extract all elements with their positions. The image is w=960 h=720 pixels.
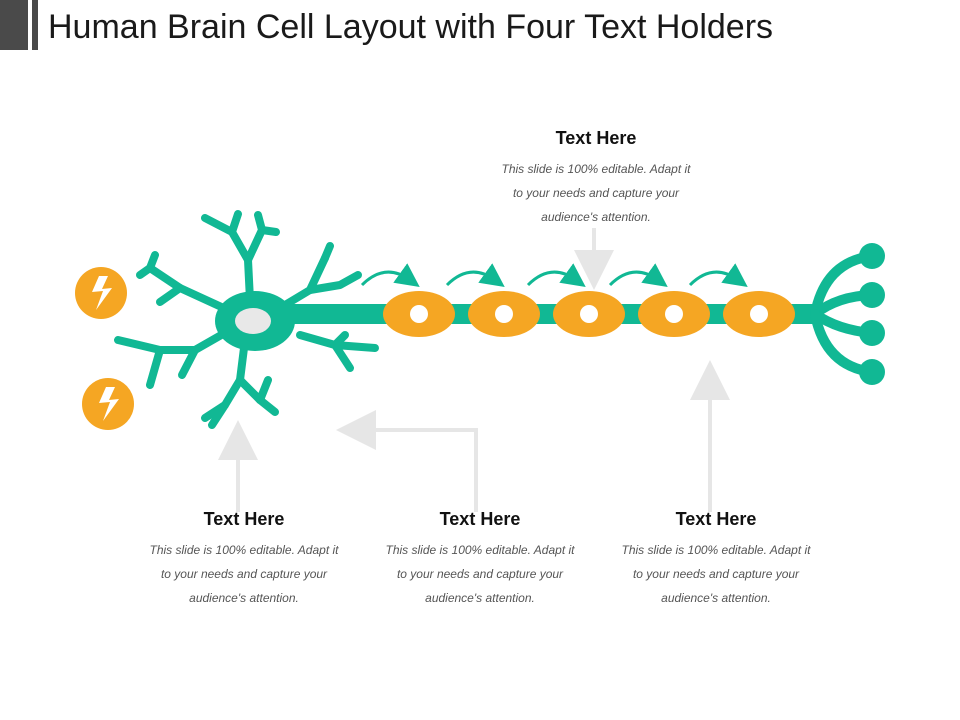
myelin-sheath-4: [638, 291, 710, 337]
text-holder-heading: Text Here: [203, 509, 285, 529]
text-holder-bottom-left: Text Here This slide is 100% editable. A…: [129, 509, 359, 610]
myelin-sheath-3: [553, 291, 625, 337]
title-accent-bar-secondary: [32, 0, 38, 50]
text-holder-top: Text Here This slide is 100% editable. A…: [481, 128, 711, 229]
signal-hop-arrows: [360, 263, 748, 288]
lightning-bolt-icon: [82, 378, 134, 430]
myelin-sheath-1: [383, 291, 455, 337]
text-holder-bottom-right: Text Here This slide is 100% editable. A…: [601, 509, 831, 610]
dendrites: [114, 210, 379, 429]
lightning-bolt-icon: [75, 267, 127, 319]
title-accent-bar: [0, 0, 28, 50]
page-title: Human Brain Cell Layout with Four Text H…: [48, 8, 774, 46]
myelin-sheath-2: [468, 291, 540, 337]
pointer-arrow-bottom-middle: [336, 410, 478, 512]
myelin-sheaths: [383, 291, 795, 337]
text-holder-heading: Text Here: [439, 509, 521, 529]
axon-terminals: [810, 251, 877, 377]
nucleus: [235, 308, 271, 334]
pointer-arrows: [218, 228, 730, 512]
myelin-sheath-5: [723, 291, 795, 337]
text-holder-heading: Text Here: [675, 509, 757, 529]
terminal-buttons: [859, 243, 885, 385]
text-holder-heading: Text Here: [555, 128, 637, 148]
text-holder-bottom-middle: Text Here This slide is 100% editable. A…: [365, 509, 595, 610]
